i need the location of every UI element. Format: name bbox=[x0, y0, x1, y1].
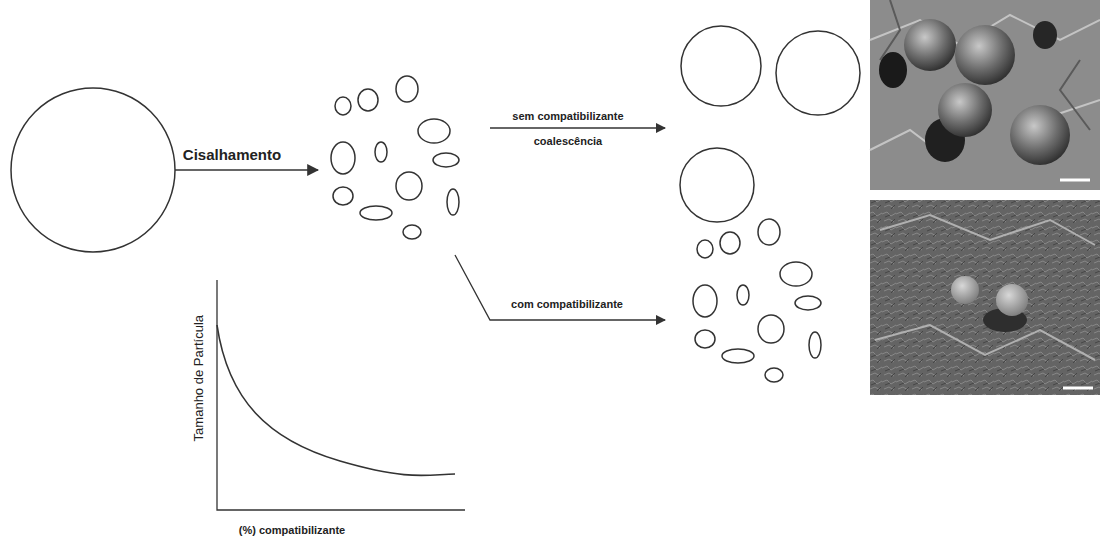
arrow-label: coalescência bbox=[534, 135, 603, 147]
process-label: Cisalhamento bbox=[183, 147, 281, 164]
axis-title: Tamanho de Partícula bbox=[192, 315, 206, 441]
arrow-label: com compatibilizante bbox=[511, 298, 623, 310]
axis-title: (%) compatibilizante bbox=[239, 524, 345, 536]
arrow-label: sem compatibilizante bbox=[512, 110, 623, 122]
